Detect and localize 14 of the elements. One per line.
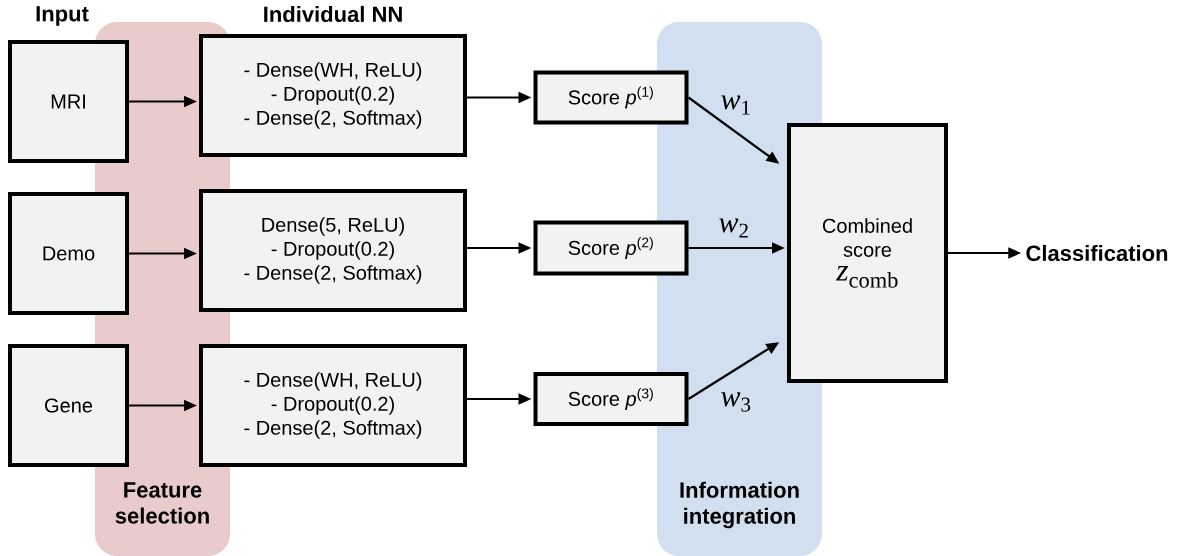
process-box: Score p$^{(3)}$ [533, 372, 689, 426]
edge-label: w$_{1}$ [721, 95, 750, 115]
process-box: Combined score z$_{comb}$ [787, 123, 948, 383]
process-box: Dense(5, ReLU) - Dropout(0.2) - Dense(2, Softmax) [199, 189, 467, 312]
output-label: Classification [1026, 244, 1168, 262]
process-box: - Dense(WH, ReLU) - Dropout(0.2) - Dense(2, Softmax) [199, 34, 467, 157]
edge-label: w$_{2}$ [719, 218, 748, 238]
process-box: Score p$^{(2)}$ [533, 220, 689, 276]
edge-label: w$_{3}$ [721, 392, 751, 412]
process-box: Demo [8, 192, 129, 315]
process-box: Gene [8, 344, 129, 467]
process-box: - Dense(WH, ReLU) - Dropout(0.2) - Dense(2, Softmax) [199, 344, 467, 467]
process-box: MRI [8, 40, 129, 163]
process-box: Score p$^{(1)}$ [533, 70, 689, 125]
